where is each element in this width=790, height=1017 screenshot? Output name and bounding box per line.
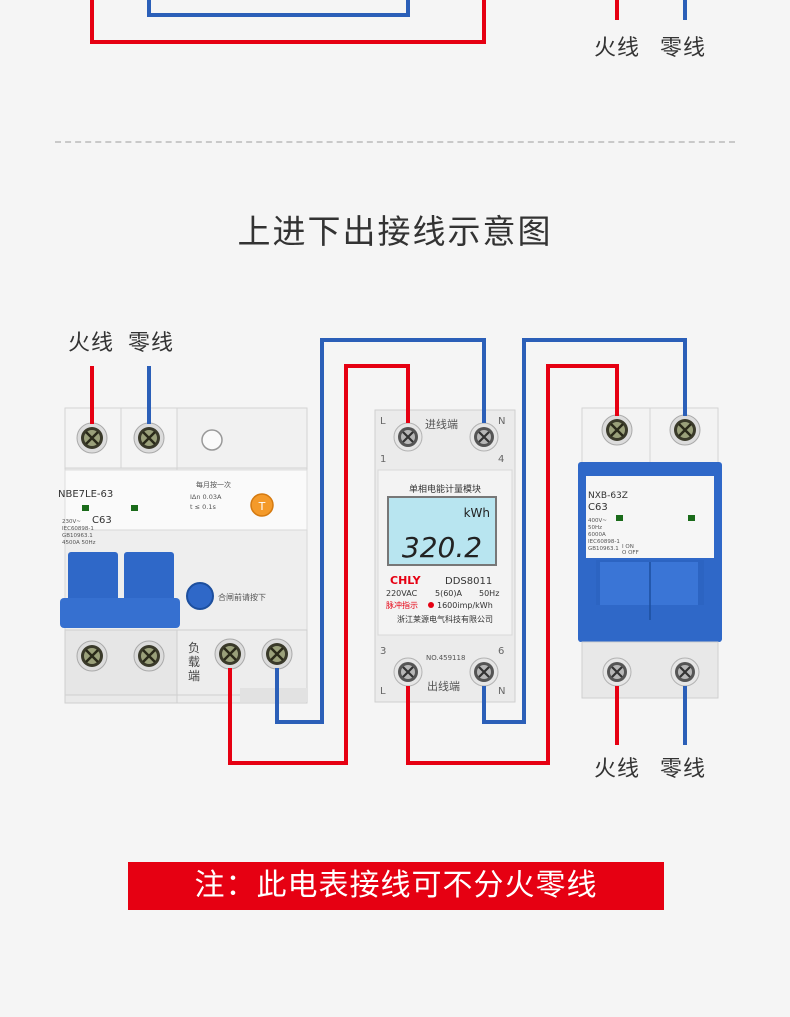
meter-num-4: 4 (498, 454, 504, 465)
energy-meter: L N 进线端 1 4 单相电能计量模块 kWh 320.2 CHLY DDS8… (374, 409, 516, 703)
mcb-spec-3: IEC60898-1 (588, 539, 620, 545)
rcbo-leakage-1: t ≤ 0.1s (190, 503, 216, 511)
rcbo-load-label-0: 负 (188, 641, 200, 655)
meter-to-mcb-live (406, 364, 619, 765)
top-live-label: 火线 (594, 36, 641, 61)
meter-model: DDS8011 (445, 576, 492, 587)
rcbo-line-neutral-screw (132, 421, 166, 455)
rcbo-to-meter-live (228, 364, 410, 765)
section-divider (55, 141, 735, 143)
meter-num-6: 6 (498, 646, 504, 657)
rcbo-screw-br (132, 639, 166, 673)
mcb-spec-0: 400V~ (588, 518, 607, 524)
top-wiring (90, 0, 687, 44)
mcb-bottom-live-screw (601, 656, 633, 688)
mcb-spec-1: 50Hz (588, 525, 602, 531)
mcb-top-neutral-screw (668, 413, 702, 447)
meter-pulse-rate: 1600imp/kWh (437, 601, 493, 610)
rcbo-leakage-0: IΔn 0.03A (190, 493, 222, 501)
top-live-wire (90, 0, 486, 44)
rcbo-spec-2: GB10963.1 (62, 533, 93, 539)
rcbo-load-label-1: 载 (188, 655, 200, 669)
top-neutral-wire (147, 0, 410, 17)
meter-voltage: 220VAC (386, 589, 418, 598)
mcb-spec-2: 6000A (588, 532, 606, 538)
rcbo-monthly-text: 每月按一次 (196, 480, 231, 489)
mcb-top-live-screw (600, 413, 634, 447)
rcbo-test-button (250, 493, 274, 517)
rcbo-reset-button (186, 582, 214, 610)
meter-num-1: 1 (380, 454, 386, 465)
meter-reading: 320.2 (402, 531, 482, 564)
meter-top-l: L (380, 416, 386, 427)
meter-bottom-n: N (498, 686, 505, 697)
meter-company: 浙江莱源电气科技有限公司 (397, 614, 493, 624)
meter-top-title: 进线端 (425, 417, 458, 431)
meter-in-live-screw (392, 421, 424, 453)
mcb-model: NXB-63Z (588, 491, 628, 501)
right-neutral-label: 零线 (660, 757, 707, 782)
rcbo-reset-label: 合闸前请按下 (218, 592, 266, 602)
meter-bottom-title: 出线端 (427, 679, 460, 693)
meter-out-live-screw (392, 656, 424, 688)
rcbo-load-label-2: 端 (188, 669, 200, 683)
mcb-off-label: O OFF (622, 550, 639, 556)
rcbo-rating: C63 (92, 515, 112, 526)
mcb-spec-4: GB10963.1 (588, 546, 619, 552)
meter-to-mcb-neutral (482, 338, 687, 724)
mcb-bottom-neutral-screw (669, 656, 701, 688)
rcbo-spec-3: 4500A 50Hz (62, 540, 96, 546)
left-live-label: 火线 (68, 331, 115, 356)
meter-num-3: 3 (380, 646, 386, 657)
rcbo-spec-0: 230V~ (62, 519, 81, 525)
meter-frequency: 50Hz (479, 589, 499, 598)
mcb-on-label: I ON (622, 544, 634, 550)
diagram-title: 上进下出接线示意图 (237, 212, 553, 251)
meter-unit: kWh (464, 506, 490, 520)
rcbo-test-label: T (258, 500, 266, 513)
rcbo-load-live-screw (213, 637, 247, 671)
rcbo-to-meter-neutral (275, 338, 486, 724)
top-neutral-label: 零线 (660, 36, 707, 61)
meter-lcd (387, 496, 497, 566)
rcbo-breaker: T NBE7LE-63 C63 230V~ IEC60898-1 GB10963… (58, 407, 308, 704)
meter-current: 5(60)A (435, 589, 463, 598)
wires (90, 338, 687, 765)
left-neutral-label: 零线 (128, 331, 175, 356)
meter-bottom-l: L (380, 686, 386, 697)
rcbo-handle-right (124, 552, 174, 610)
meter-pulse-label: 脉冲指示 (386, 600, 418, 610)
meter-in-neutral-screw (468, 421, 500, 453)
rcbo-load-neutral-screw (260, 637, 294, 671)
meter-serial: NO.459118 (426, 654, 465, 662)
mcb-breaker: NXB-63Z C63 400V~ 50Hz 6000A IEC60898-1 … (578, 407, 722, 699)
wiring-diagram: T NBE7LE-63 C63 230V~ IEC60898-1 GB10963… (58, 338, 722, 765)
rcbo-line-live-screw (75, 421, 109, 455)
rcbo-model: NBE7LE-63 (58, 489, 113, 500)
rcbo-spec-1: IEC60898-1 (62, 526, 94, 532)
meter-pulse-led (428, 602, 434, 608)
meter-header: 单相电能计量模块 (409, 483, 481, 495)
mcb-rating: C63 (588, 502, 608, 513)
meter-top-n: N (498, 416, 505, 427)
rcbo-handle-left (68, 552, 118, 610)
meter-out-neutral-screw (468, 656, 500, 688)
right-live-label: 火线 (594, 757, 641, 782)
meter-brand: CHLY (390, 574, 422, 587)
wiring-note: 注：此电表接线可不分火零线 (128, 862, 664, 910)
rcbo-screw-bl (75, 639, 109, 673)
